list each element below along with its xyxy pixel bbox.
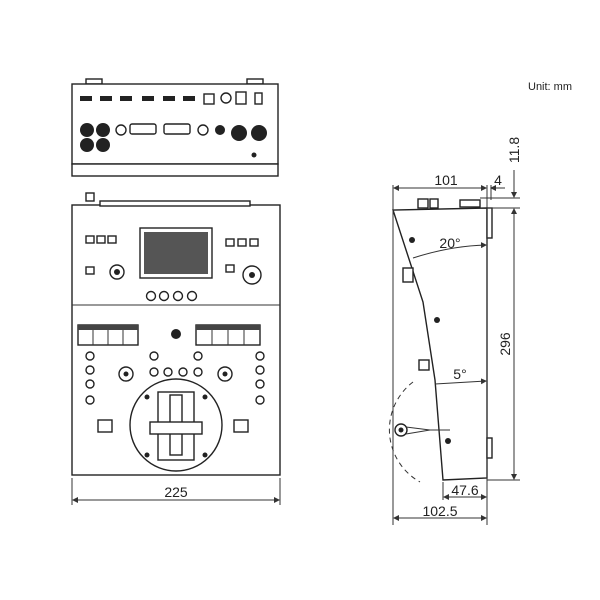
crosspoint-buttons bbox=[77, 324, 261, 346]
bottom-depth-dimension: 47.6 bbox=[451, 482, 478, 498]
lip-dimension: 4 bbox=[494, 172, 502, 188]
side-view: 101 4 11.8 296 20° 5° 47.6 102.5 bbox=[388, 137, 522, 525]
unit-label: Unit: mm bbox=[528, 81, 572, 93]
upper-angle-label: 20° bbox=[439, 235, 460, 251]
width-dimension: 225 bbox=[164, 484, 188, 500]
depth-top-dimension: 101 bbox=[434, 172, 458, 188]
t-bar bbox=[129, 378, 223, 472]
total-depth-dimension: 102.5 bbox=[422, 503, 457, 519]
lower-angle-label: 5° bbox=[453, 366, 466, 382]
front-view: 225 bbox=[71, 192, 281, 505]
side-buttons bbox=[85, 351, 265, 433]
height-dimension: 296 bbox=[497, 332, 513, 356]
top-height-dimension: 11.8 bbox=[506, 137, 522, 163]
xlr-connectors bbox=[80, 123, 267, 152]
buttons-right bbox=[225, 238, 262, 285]
buttons-left bbox=[85, 235, 125, 280]
hdmi-ports bbox=[80, 96, 195, 101]
rear-panel-view bbox=[71, 78, 279, 177]
